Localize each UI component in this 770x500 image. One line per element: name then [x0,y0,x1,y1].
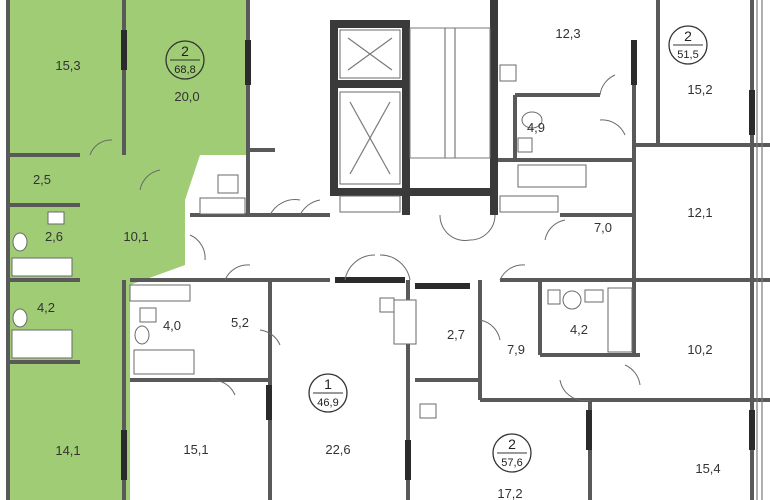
room-area-label: 5,2 [231,315,249,330]
apartment-room-count: 2 [181,43,189,59]
room-area-label: 22,6 [325,442,350,457]
apartment-fill [8,0,248,500]
room-area-label: 2,6 [45,229,63,244]
room-area-label: 2,7 [447,327,465,342]
room-area-label: 15,4 [695,461,720,476]
window-icon [756,0,763,500]
apartment-marker[interactable]: 251,5 [668,25,708,65]
apartment-circle [308,373,348,413]
apartment-marker[interactable]: 146,9 [308,373,348,413]
apartment-circle [492,433,532,473]
room-area-label: 14,1 [55,443,80,458]
apartment-area: 57,6 [501,457,522,469]
room-area-label: 4,2 [37,300,55,315]
fixtures [11,64,633,419]
apartment-area: 46,9 [317,397,338,409]
apartment-room-count: 1 [324,376,332,392]
stairs-icon [409,27,491,159]
room-area-label: 4,9 [527,120,545,135]
apartment-room-count: 2 [508,436,516,452]
room-area-label: 17,2 [497,486,522,500]
room-area-label: 7,0 [594,220,612,235]
apartment-marker[interactable]: 257,6 [492,433,532,473]
apartment-circle [668,25,708,65]
room-area-label: 20,0 [174,89,199,104]
highlighted-apartment[interactable] [8,0,248,500]
room-area-label: 4,0 [163,318,181,333]
apartment-circle [165,40,205,80]
room-area-label: 12,1 [687,205,712,220]
room-area-label: 15,3 [55,58,80,73]
apartment-area: 68,8 [174,64,195,76]
room-area-label: 7,9 [507,342,525,357]
room-area-label: 4,2 [570,322,588,337]
room-area-label: 12,3 [555,26,580,41]
room-area-label: 10,1 [123,229,148,244]
apartment-marker[interactable]: 268,8 [165,40,205,80]
columns [121,30,755,480]
room-area-label: 15,2 [687,82,712,97]
room-area-label: 10,2 [687,342,712,357]
apartment-area: 51,5 [677,49,698,61]
apartment-room-count: 2 [684,28,692,44]
room-area-label: 2,5 [33,172,51,187]
building-core [330,0,498,215]
room-area-label: 15,1 [183,442,208,457]
doors [89,74,641,402]
